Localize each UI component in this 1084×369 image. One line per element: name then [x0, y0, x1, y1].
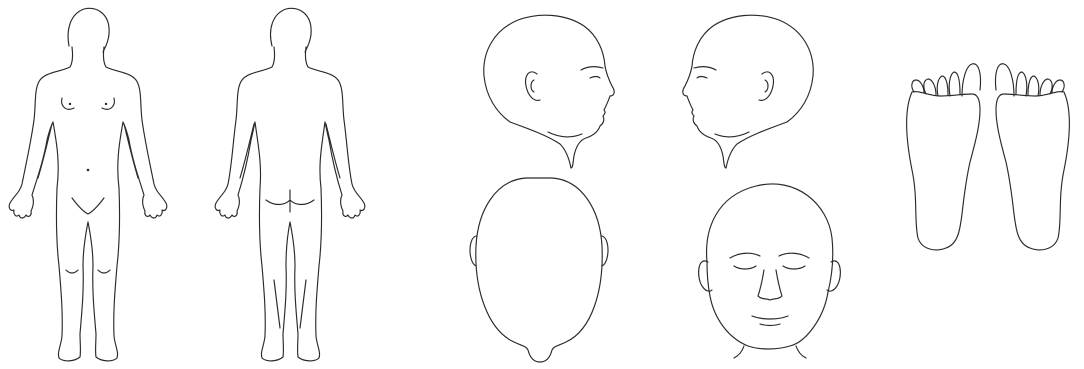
front-face-neck-right [796, 346, 806, 358]
foot-right-toe-2 [1016, 72, 1027, 96]
front-head-outline [68, 8, 109, 52]
back-head-outline [271, 8, 312, 52]
foot-right-toe-3 [1028, 76, 1039, 96]
foot-left-toe-4 [924, 79, 936, 95]
front-face-eye-left [734, 266, 756, 269]
foot-left-toe-5 [912, 80, 924, 93]
foot-soles[interactable] [907, 64, 1070, 250]
body-back-view[interactable] [215, 8, 365, 361]
front-face-eyebrow-left [730, 253, 760, 258]
left-profile-ear-inner [765, 80, 768, 92]
front-face-nose [758, 270, 782, 300]
back-inner-arm-right [326, 124, 340, 178]
top-head-ear-right [602, 236, 608, 266]
top-head-ear-left [470, 236, 476, 266]
front-pelvis [72, 198, 104, 214]
top-head-outline [476, 178, 602, 362]
left-profile-ear [759, 72, 773, 100]
front-nipple-right [105, 103, 107, 105]
head-right-profile[interactable] [484, 15, 614, 168]
foot-sole-left [907, 92, 980, 250]
right-profile-eye [590, 77, 600, 79]
front-chest-left [62, 98, 74, 109]
front-inner-arm-left [38, 124, 52, 178]
left-profile-jaw [715, 132, 749, 137]
foot-right-toe-4 [1040, 79, 1052, 95]
front-nipple-left [69, 103, 71, 105]
front-face-eye-right [783, 266, 805, 269]
front-face-neck-left [734, 346, 744, 358]
right-profile-ear [526, 72, 540, 100]
foot-right-big-toe [995, 64, 1014, 96]
head-top-view[interactable] [470, 178, 608, 362]
front-inner-arm-right [124, 124, 138, 178]
foot-right-toe-5 [1052, 80, 1064, 93]
back-calf-right [300, 280, 306, 328]
right-profile-jaw [548, 132, 582, 137]
head-left-profile[interactable] [683, 15, 813, 168]
front-face-lower-lip [760, 324, 780, 326]
body-front-view[interactable] [9, 8, 167, 361]
right-profile-eyebrow [581, 67, 603, 70]
front-body-outline [9, 47, 167, 361]
right-profile-outline [484, 15, 614, 168]
front-navel [87, 169, 90, 172]
foot-left-toe-3 [937, 76, 948, 96]
left-profile-outline [683, 15, 813, 168]
back-inner-arm-left [240, 124, 254, 178]
front-face-outline [707, 184, 833, 349]
front-knee-left [66, 270, 78, 273]
front-face-ear-left [699, 261, 712, 291]
front-chest-right [102, 98, 114, 109]
front-face-mouth [752, 316, 788, 319]
head-front-view[interactable] [699, 184, 841, 358]
left-profile-eyebrow [694, 67, 716, 70]
foot-sole-right [996, 92, 1069, 250]
foot-left-big-toe [962, 64, 981, 96]
back-calf-left [274, 280, 280, 328]
left-profile-eye [697, 77, 707, 79]
front-knee-right [98, 270, 110, 273]
foot-left-toe-2 [949, 72, 960, 96]
front-face-eyebrow-right [779, 253, 809, 258]
right-profile-ear-inner [531, 80, 534, 92]
